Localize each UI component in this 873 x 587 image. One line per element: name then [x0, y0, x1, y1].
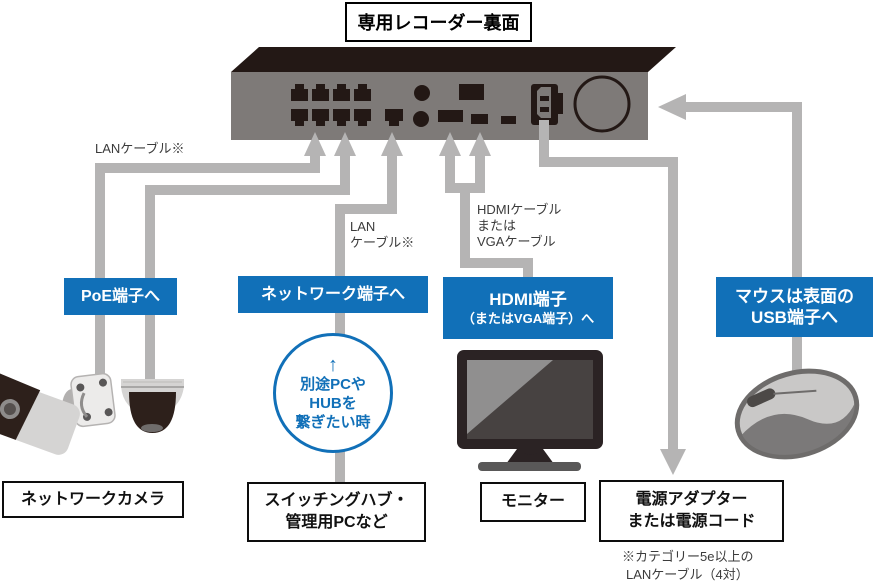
network-camera-label: ネットワークカメラ	[20, 490, 165, 508]
up-arrow-icon: ↑	[328, 353, 338, 376]
monitor-box: モニター	[480, 482, 586, 522]
network-camera-box: ネットワークカメラ	[2, 481, 184, 518]
hdmi-terminal-label-line1: HDMI端子	[489, 290, 567, 310]
page-title: 専用レコーダー裏面	[345, 2, 532, 42]
network-terminal-box: ネットワーク端子へ	[238, 276, 428, 313]
lan-port	[385, 109, 403, 126]
switching-hub-label-line2: 管理用PCなど	[285, 514, 388, 531]
label-hdmi-cable-line3: VGAケーブル	[477, 234, 556, 249]
arrow-up-vga	[469, 132, 491, 156]
hub-note-line2: HUBを	[309, 394, 357, 412]
hdmi-port	[438, 110, 463, 122]
aux-port	[501, 116, 516, 124]
footnote: ※カテゴリー5e以上の LANケーブル（4対）	[622, 548, 753, 584]
footnote-line1: ※カテゴリー5e以上の	[622, 549, 754, 564]
hub-note-line3: 繋ぎたい時	[295, 413, 371, 431]
poe-terminal-label: PoE端子へ	[80, 287, 161, 305]
recorder-front-face	[231, 72, 648, 140]
switching-hub-label-line1: スイッチングハブ・	[264, 492, 409, 510]
arrow-up-poe1	[304, 132, 326, 156]
hdmi-terminal-label-line2: （またはVGA端子）へ	[461, 310, 595, 326]
label-lan-cable-left: LANケーブル※	[95, 141, 185, 156]
usb-port	[459, 84, 484, 100]
label-hdmi-cable: HDMIケーブル または VGAケーブル	[477, 202, 561, 250]
hdmi-terminal-box: HDMI端子 （またはVGA端子）へ	[443, 277, 613, 339]
network-terminal-label: ネットワーク端子へ	[260, 285, 405, 303]
hub-note-circle: ↑ 別途PCや HUBを 繋ぎたい時	[273, 333, 393, 453]
poe-port-block	[291, 84, 371, 126]
power-adapter-box: 電源アダプター または電源コード	[599, 480, 784, 542]
label-lan-cable-mid-line1: LAN	[350, 219, 376, 234]
audio-port-2	[413, 111, 429, 127]
mouse-usb-label-line1: マウスは表面の	[735, 286, 854, 306]
footnote-line2: LANケーブル（4対）	[626, 567, 749, 582]
arrow-up-poe2	[334, 132, 356, 156]
bullet-camera-illustration	[0, 372, 116, 455]
label-lan-cable-mid-line2: ケーブル※	[350, 235, 415, 250]
power-cable	[539, 120, 678, 450]
power-adapter-label-line2: または電源コード	[627, 513, 756, 530]
monitor-label: モニター	[500, 493, 565, 511]
recorder-top-face	[231, 47, 676, 72]
poe-terminal-box: PoE端子へ	[64, 278, 177, 315]
power-adapter-label-line1: 電源アダプター	[635, 491, 748, 509]
arrowheads	[304, 94, 686, 475]
recorder-illustration	[231, 47, 676, 140]
mouse-usb-box: マウスは表面の USB端子へ	[716, 277, 873, 337]
switching-hub-box: スイッチングハブ・ 管理用PCなど	[247, 482, 426, 542]
hdmi-cable-stem	[460, 191, 533, 278]
label-hdmi-cable-line1: HDMIケーブル	[477, 202, 562, 217]
arrow-down-power	[660, 449, 686, 475]
monitor-illustration	[457, 350, 603, 471]
label-hdmi-cable-line2: または	[477, 218, 517, 233]
hdmi-cable-fork	[445, 154, 485, 193]
page-title-label: 専用レコーダー裏面	[357, 13, 520, 33]
hub-note-line1: 別途PCや	[300, 375, 366, 393]
mouse-illustration	[734, 368, 865, 468]
mouse-cable	[684, 102, 802, 380]
vga-port	[471, 114, 488, 124]
label-lan-cable-mid: LAN ケーブル※	[350, 219, 414, 251]
dome-camera-illustration	[121, 379, 184, 433]
audio-port-1	[414, 85, 430, 101]
power-inlet	[531, 84, 563, 125]
arrow-left-mouse	[658, 94, 686, 120]
arrow-up-hdmi	[439, 132, 461, 156]
arrow-up-lan	[381, 132, 403, 156]
mouse-usb-label-line2: USB端子へ	[751, 308, 838, 327]
fan-grill	[573, 75, 631, 133]
